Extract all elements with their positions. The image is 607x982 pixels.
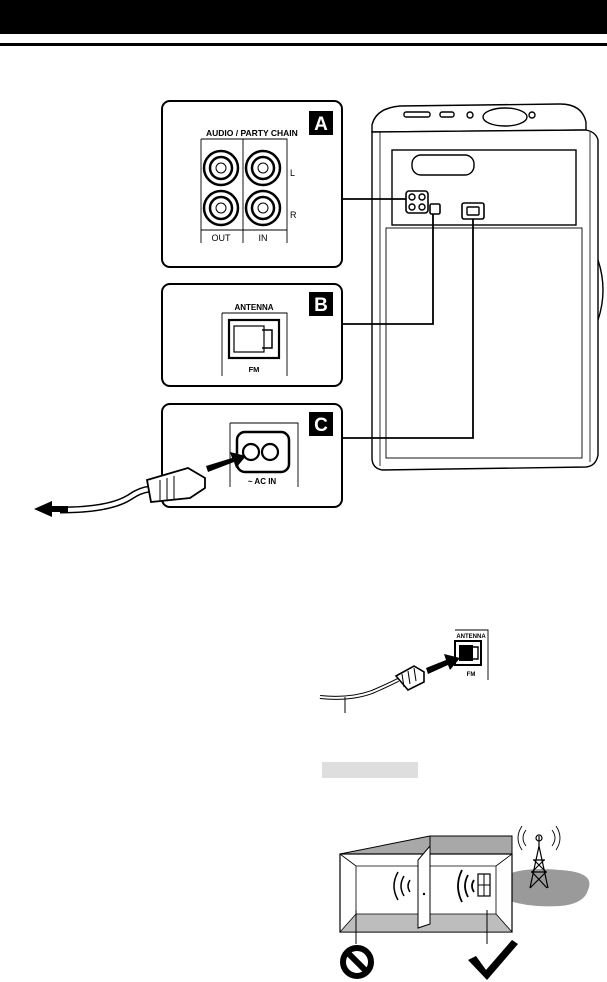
antenna-detail-label: ANTENNA: [456, 634, 486, 640]
arrow-left-icon: [34, 501, 68, 517]
ac-in-label: ~ AC IN: [248, 477, 277, 486]
signal-waves-icon: [457, 869, 475, 903]
antenna-detail: ANTENNA FM: [319, 629, 489, 713]
radio-tower-icon: [517, 825, 561, 889]
fm-label: FM: [249, 365, 260, 374]
header-rule: [0, 43, 607, 46]
in-label: IN: [259, 233, 268, 243]
panel-b: B ANTENNA FM: [161, 283, 343, 387]
arrow-right-icon: [426, 654, 460, 674]
channel-l-label: L: [290, 168, 295, 178]
prohibited-icon: [340, 945, 374, 979]
audio-party-chain-label: AUDIO / PARTY CHAIN: [206, 128, 298, 138]
checkmark-icon: [468, 940, 518, 980]
reception-illustration: [339, 825, 590, 980]
channel-r-label: R: [290, 210, 297, 220]
panel-a-letter: A: [314, 114, 328, 135]
signal-waves-icon: [393, 871, 411, 901]
arrow-right-icon: [206, 452, 246, 472]
antenna-label: ANTENNA: [234, 303, 273, 312]
shaded-label-placeholder: [322, 762, 418, 778]
header-bar: [0, 0, 607, 34]
power-cord: [59, 452, 246, 514]
speaker-unit: [371, 103, 604, 471]
leader-lines: [342, 198, 474, 439]
panel-a: A AUDIO / PARTY CHAIN L R OUT IN: [161, 100, 343, 268]
antenna-detail-fm-label: FM: [467, 672, 476, 678]
out-label: OUT: [212, 233, 232, 243]
panel-c-letter: C: [314, 415, 328, 436]
panel-b-letter: B: [314, 295, 328, 316]
panel-c: C ~ AC IN: [161, 403, 343, 508]
